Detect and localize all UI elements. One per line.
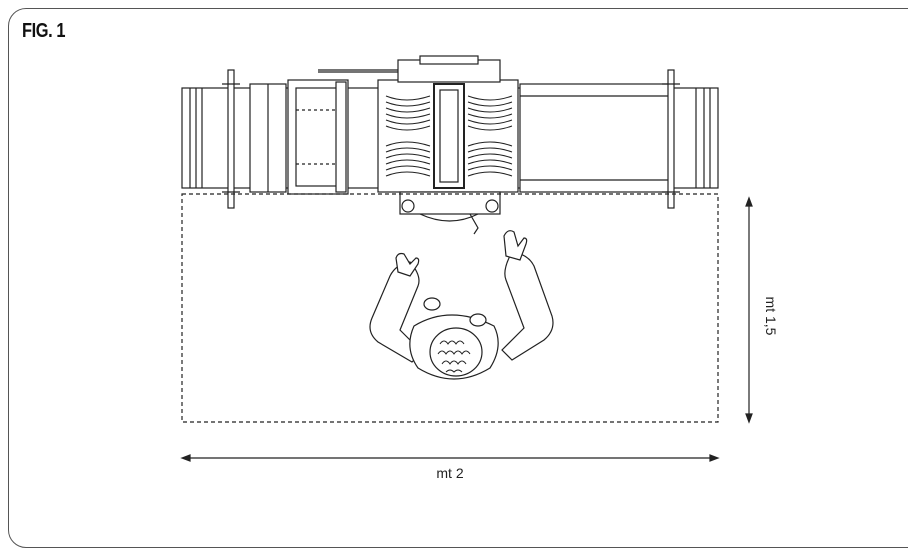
figure-label: FIG. 1	[22, 20, 66, 42]
machine-top-view	[181, 55, 719, 235]
width-dimension	[180, 454, 720, 462]
width-label: mt 2	[436, 465, 463, 481]
depth-label: mt 1,5	[763, 297, 779, 336]
operator-area	[181, 193, 719, 423]
operator-figure	[369, 230, 554, 380]
depth-dimension	[745, 196, 753, 424]
workstation-diagram: mt 2 mt 1,5	[180, 55, 779, 481]
